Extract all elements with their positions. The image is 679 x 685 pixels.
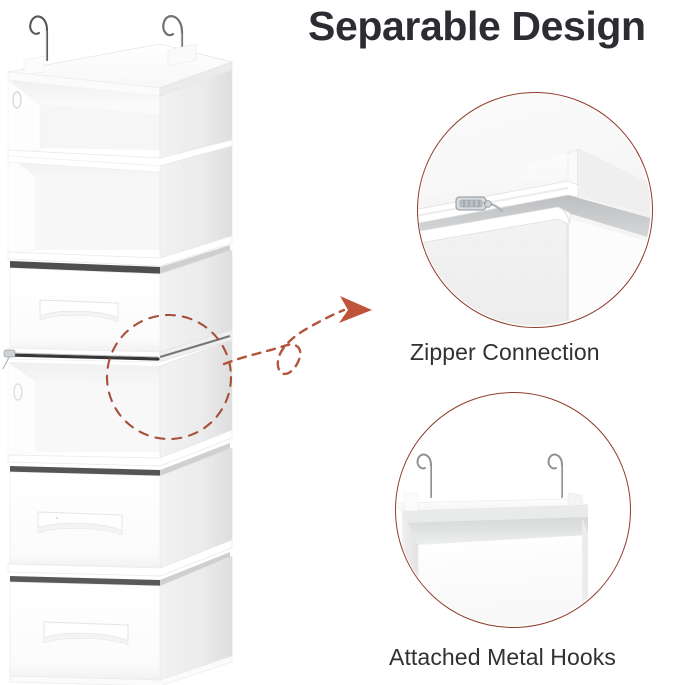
caption-zipper-connection: Zipper Connection	[410, 339, 600, 365]
product-photo-hanging-organizer	[0, 0, 250, 685]
zipper-pull-slider	[2, 349, 16, 370]
product-compartment-5-drawer	[9, 443, 233, 569]
product-top-panel	[7, 43, 234, 97]
detail-metal-hook-right	[547, 453, 563, 498]
callout-circle-zipper	[417, 92, 653, 328]
drawer-handle-5	[37, 511, 123, 536]
product-compartment-6-drawer	[7, 539, 233, 685]
zipper-pull-detail	[455, 196, 504, 213]
page-title: Separable Design	[308, 3, 646, 49]
product-metal-hook-left	[29, 15, 49, 62]
caption-attached-metal-hooks: Attached Metal Hooks	[389, 644, 617, 670]
product-compartment-2-open-shelf	[7, 145, 233, 267]
drawer-handle-6	[43, 621, 129, 646]
callout-circle-hooks	[395, 392, 631, 628]
detail-metal-hook-left	[416, 453, 432, 498]
